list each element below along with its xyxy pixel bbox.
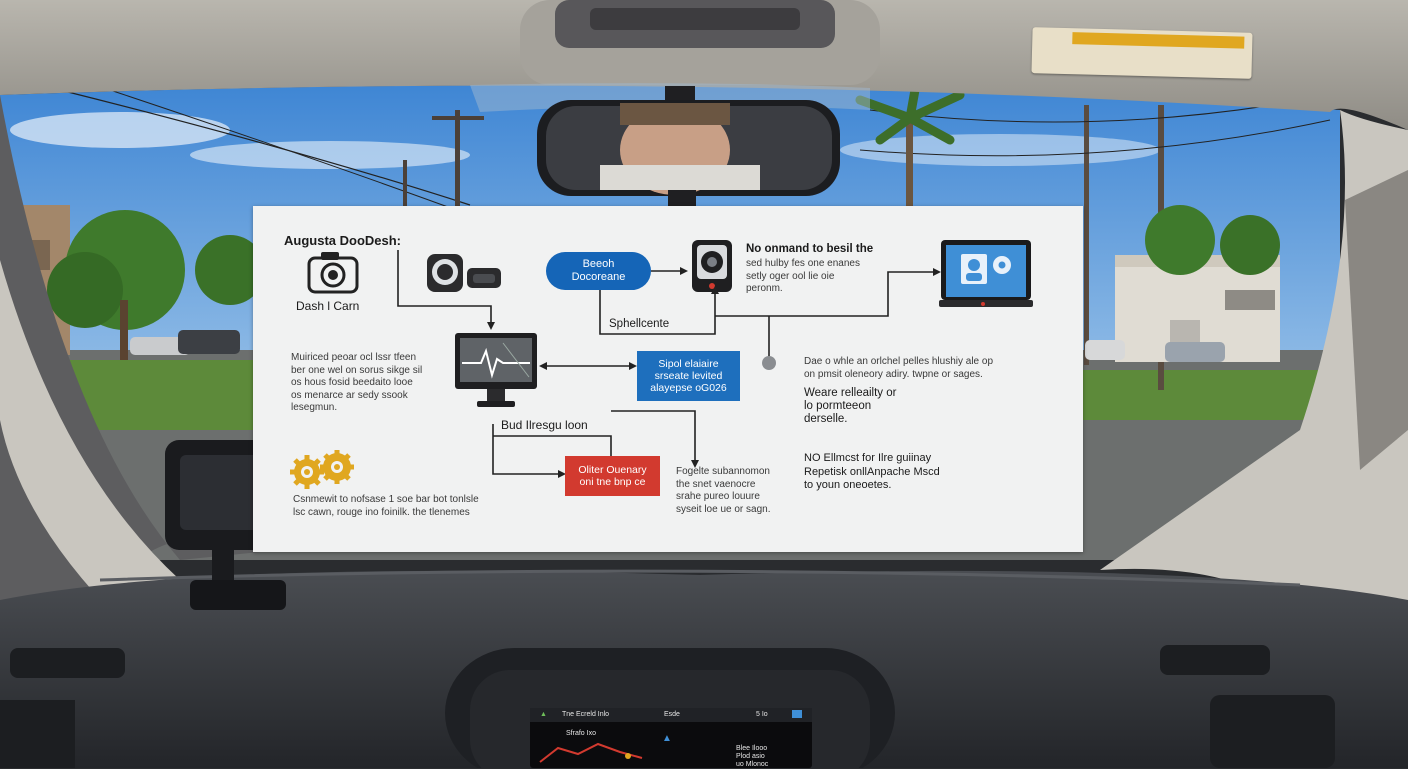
windshield-sticker bbox=[1031, 27, 1253, 79]
step-pill: Beeoh Docoreane bbox=[546, 252, 651, 290]
poster-title: Augusta DooDesh: bbox=[284, 233, 401, 248]
camera-label: Dash l Carn bbox=[296, 299, 360, 313]
red-process-box: Oliter Ouenary oni tne bnp ce bbox=[565, 456, 660, 496]
schematic-label: Sphellcente bbox=[609, 318, 670, 330]
screen-left-label: Tne Ecreld Inlo bbox=[562, 711, 610, 718]
middle-paragraph: Fogelte subannomon the snet vaenocre sra… bbox=[676, 466, 771, 515]
screen-mid-label: Esde bbox=[664, 711, 680, 718]
dashcam-infographic-poster: Augusta DooDesh: Dash l Carn Beeoh Docor… bbox=[253, 206, 1083, 552]
screen-map-graphic bbox=[539, 742, 643, 763]
laptop-profile-icon bbox=[939, 240, 1033, 307]
right-paragraph-2: Weare relleailty or lo pormteeon dersell… bbox=[804, 387, 897, 425]
sticker-band bbox=[1072, 32, 1245, 49]
dashcam-device-icon bbox=[692, 240, 732, 292]
screen-right-label: 5 Io bbox=[756, 711, 768, 718]
right-heading: No onmand to besil the bbox=[746, 243, 874, 255]
bottom-left-paragraph: Csnmewit to nofsase 1 soe bar bot tonlsl… bbox=[293, 494, 479, 518]
screen-badge bbox=[792, 710, 802, 718]
loop-label: Bud Ilresgu loon bbox=[501, 418, 588, 432]
screen-status-bar bbox=[530, 708, 812, 722]
rearview-mirror bbox=[537, 86, 840, 206]
dashcam-mount bbox=[165, 440, 286, 610]
blue-process-box: Sipol elaiaire srseate levited alayepse … bbox=[637, 351, 740, 401]
left-paragraph: Muiriced peoar ocl lssr tfeen ber one we… bbox=[291, 352, 423, 413]
dashcam-icon bbox=[427, 254, 501, 292]
monitor-pulse-icon bbox=[455, 333, 537, 407]
infotainment-screen: ▲ Tne Ecreld Inlo Esde 5 Io Sfrafo Ixo ▲… bbox=[530, 708, 812, 768]
camera-icon bbox=[307, 252, 359, 294]
flow-connectors bbox=[397, 250, 941, 478]
right-paragraph-1: Dae o whle an orlchel pelles hlushiy ale… bbox=[804, 356, 994, 380]
screen-status-icon: ▲ bbox=[540, 711, 547, 718]
right-paragraph-3: NO Ellmcst for Ilre guiinay Repetisk onl… bbox=[804, 452, 940, 491]
screen-nav-icon: ▲ bbox=[662, 733, 672, 744]
gears-icon bbox=[290, 450, 354, 489]
screen-text-lines: Blee Ilooo Plod asio uo Mlonoc bbox=[736, 745, 769, 768]
right-subtext: sed hulby fes one enanes setly oger ool … bbox=[746, 258, 860, 294]
screen-sub-label: Sfrafo Ixo bbox=[566, 730, 596, 737]
